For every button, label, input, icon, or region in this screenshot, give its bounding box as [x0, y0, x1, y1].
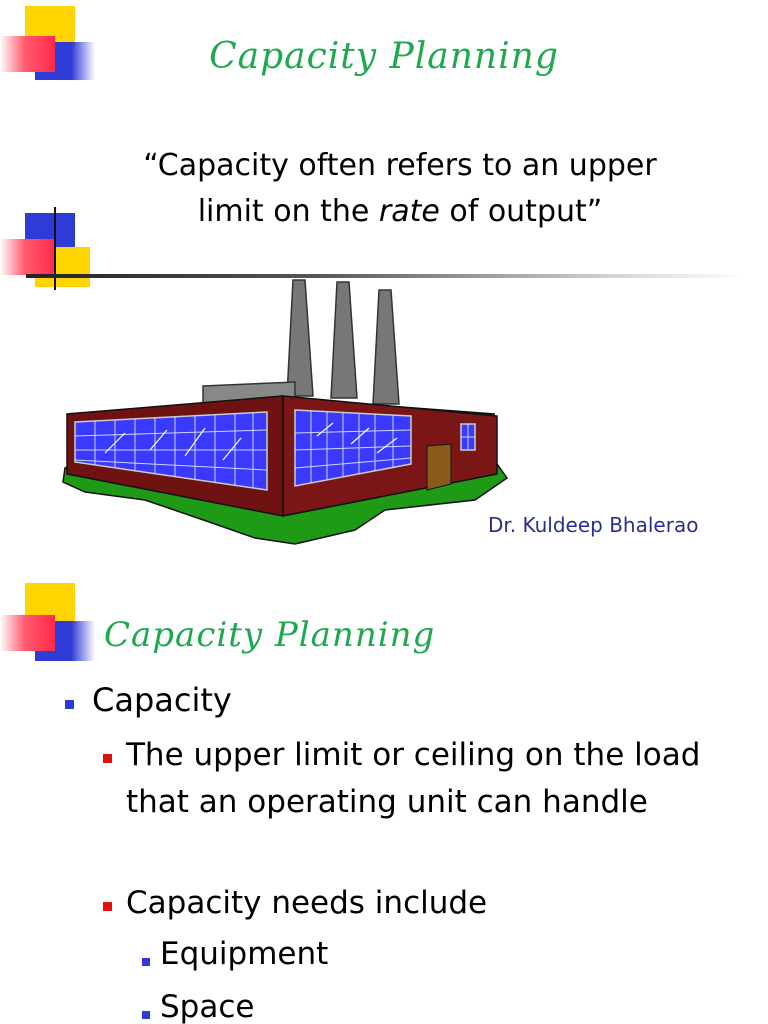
- bullet-text: The upper limit or ceiling on the load t…: [126, 737, 701, 820]
- bullet-text: Equipment: [160, 936, 329, 972]
- author-name: Dr. Kuldeep Bhalerao: [488, 513, 699, 537]
- bullet-marker: [65, 700, 74, 709]
- bullet-text: Capacity: [92, 681, 232, 719]
- quote-emphasis: rate: [378, 194, 440, 229]
- slide-title: Capacity Planning: [209, 36, 559, 77]
- capacity-quote: “Capacity often refers to an upper limit…: [40, 143, 760, 235]
- slide-1: Capacity Planning “Capacity often refers…: [0, 0, 760, 545]
- corner-decoration-mid: [0, 205, 100, 295]
- corner-decoration-top: [0, 0, 100, 90]
- bullet-text: Space: [160, 989, 255, 1024]
- divider-vertical: [54, 207, 56, 290]
- bullet-marker: [142, 958, 150, 966]
- bullet-capacity: Capacity: [65, 681, 232, 719]
- bullet-marker: [103, 902, 112, 911]
- quote-text-end: of output”: [439, 194, 603, 229]
- slide-2: Capacity Planning Capacity The upper lim…: [0, 575, 768, 1024]
- bullet-marker: [103, 754, 112, 763]
- bullet-upper-limit: The upper limit or ceiling on the load t…: [103, 732, 726, 826]
- quote-text: limit on the: [197, 194, 379, 229]
- bullet-capacity-needs: Capacity needs include: [103, 880, 488, 927]
- bullet-space: Space: [142, 989, 255, 1024]
- quote-line-1: “Capacity often refers to an upper: [143, 148, 657, 183]
- bullet-text: Capacity needs include: [126, 885, 488, 921]
- bullet-marker: [142, 1011, 150, 1019]
- slide2-title: Capacity Planning: [104, 615, 436, 655]
- corner-decoration-slide2: [0, 581, 100, 671]
- factory-illustration: [62, 279, 509, 545]
- divider-horizontal: [26, 274, 746, 278]
- bullet-equipment: Equipment: [142, 936, 329, 972]
